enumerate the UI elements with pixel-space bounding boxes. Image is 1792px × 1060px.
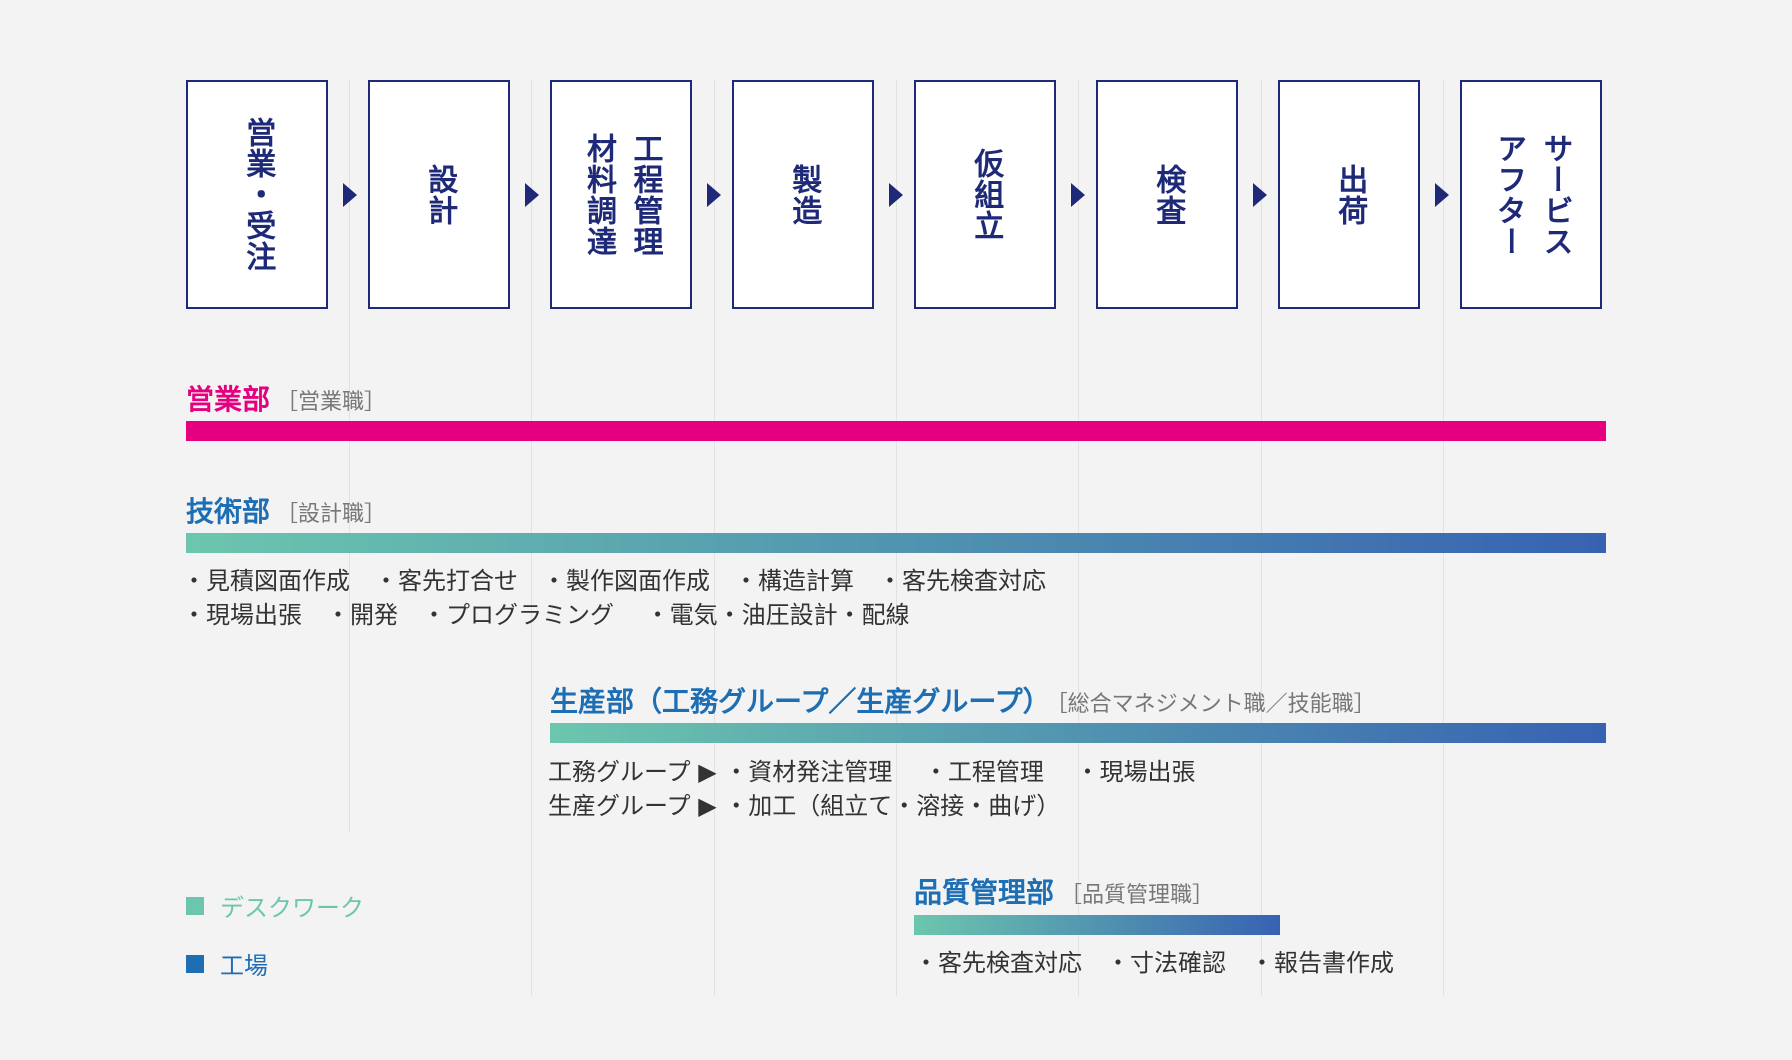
task-line: ・現場出張 ・開発 ・プログラミング ・電気・油圧設計・配線	[182, 601, 910, 629]
legend-label: 工場	[220, 952, 268, 980]
legend-desk-work: デスクワーク	[186, 888, 364, 923]
flow-step-assembly: 仮組立	[914, 80, 1056, 309]
flow-step-label: 製造	[786, 163, 822, 226]
flow-step-label: サービス アフター	[1491, 132, 1573, 257]
quality-dept-title: 品質管理部［品質管理職］	[914, 871, 1214, 911]
flow-arrow-icon	[343, 183, 357, 207]
production-dept-title: 生産部（工務グループ／生産グループ）［総合マネジメント職／技能職］	[550, 680, 1376, 720]
production-dept-role: ［総合マネジメント職／技能職］	[1056, 692, 1376, 717]
sales-dept-role: ［営業職］	[276, 390, 387, 415]
sales-dept-name: 営業部	[186, 383, 271, 416]
engineering-dept-name: 技術部	[186, 495, 271, 528]
flow-step-sales: 営業・受注	[186, 80, 328, 309]
production-bar	[550, 723, 1606, 743]
production-task-list: 工務グループ ▶ ・資材発注管理 ・工程管理 ・現場出張 生産グループ ▶ ・加…	[548, 755, 1196, 823]
task-line: 工務グループ ▶ ・資材発注管理 ・工程管理 ・現場出張	[548, 758, 1196, 786]
production-dept-name: 生産部（工務グループ／生産グループ）	[550, 685, 1051, 718]
quality-dept-role: ［品質管理職］	[1060, 883, 1215, 908]
sales-bar	[186, 421, 1606, 441]
task-line: ・客先検査対応 ・寸法確認 ・報告書作成	[914, 949, 1394, 977]
factory-swatch-icon	[186, 954, 204, 973]
flow-arrow-icon	[1435, 183, 1449, 207]
sales-dept-title: 営業部［営業職］	[186, 378, 386, 418]
engineering-bar	[186, 533, 1606, 553]
flow-arrow-icon	[525, 183, 539, 207]
guide-line	[349, 80, 350, 832]
task-line: ・見積図面作成 ・客先打合せ ・製作図面作成 ・構造計算 ・客先検査対応	[182, 567, 1046, 595]
flow-step-label: 営業・受注	[240, 117, 276, 272]
quality-task-list: ・客先検査対応 ・寸法確認 ・報告書作成	[914, 946, 1394, 980]
quality-bar	[914, 915, 1280, 935]
desk-work-swatch-icon	[186, 896, 204, 915]
flow-step-after-service: サービス アフター	[1460, 80, 1602, 309]
flow-step-label: 工程管理 材料調達	[581, 132, 663, 257]
flow-step-label: 仮組立	[968, 148, 1004, 241]
flow-arrow-icon	[889, 183, 903, 207]
flow-step-design: 設計	[368, 80, 510, 309]
flow-step-label: 検査	[1150, 163, 1186, 226]
flow-arrow-icon	[707, 183, 721, 207]
flow-step-label: 出荷	[1332, 163, 1368, 226]
flow-arrow-icon	[1253, 183, 1267, 207]
quality-dept-name: 品質管理部	[914, 876, 1055, 909]
engineering-dept-title: 技術部［設計職］	[186, 490, 386, 530]
legend-factory: 工場	[186, 946, 268, 981]
flow-step-shipping: 出荷	[1278, 80, 1420, 309]
flow-step-procurement: 工程管理 材料調達	[550, 80, 692, 309]
legend-label: デスクワーク	[220, 894, 364, 922]
engineering-dept-role: ［設計職］	[276, 502, 387, 527]
task-line: 生産グループ ▶ ・加工（組立て・溶接・曲げ）	[548, 792, 1061, 820]
engineering-task-list: ・見積図面作成 ・客先打合せ ・製作図面作成 ・構造計算 ・客先検査対応 ・現場…	[182, 564, 1046, 632]
flow-step-inspection: 検査	[1096, 80, 1238, 309]
flow-step-manufacturing: 製造	[732, 80, 874, 309]
flow-arrow-icon	[1071, 183, 1085, 207]
flow-step-label: 設計	[422, 163, 458, 226]
